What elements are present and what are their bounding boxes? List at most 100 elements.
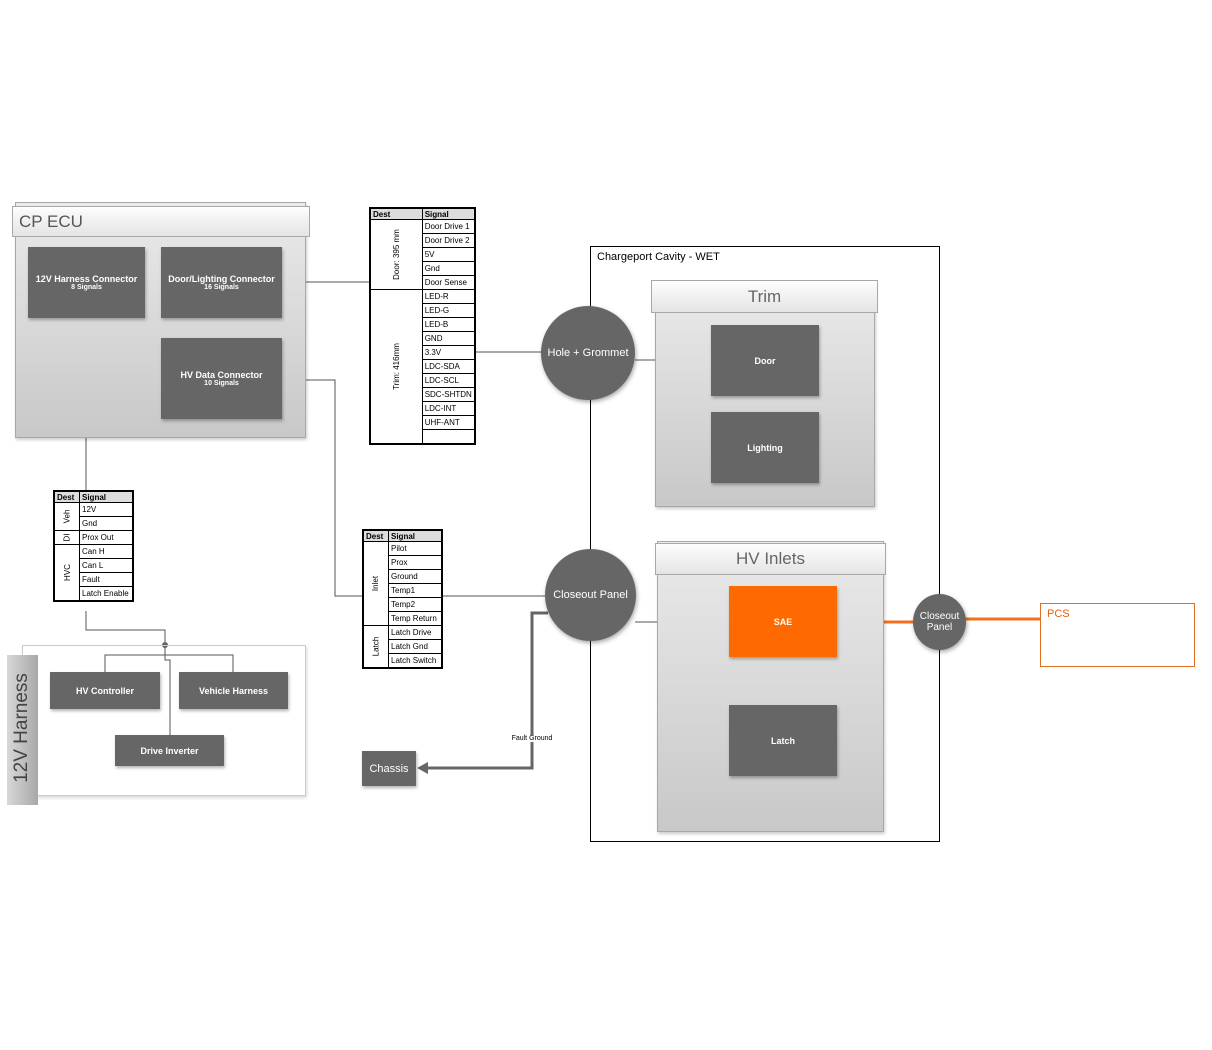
table-row: Inlet Pilot: [362, 541, 443, 626]
signal-cell: Temp Return: [388, 611, 443, 626]
signal-cell: UHF-ANT: [421, 415, 476, 430]
table-row: Door: 395 mm Door Drive 1: [369, 219, 476, 290]
signal-cell: 12V: [79, 502, 134, 517]
node-label: Closeout: [919, 611, 960, 622]
dest-label: Veh: [62, 509, 72, 524]
signal-cell: Latch Switch: [388, 653, 443, 669]
signal-cell: Temp1: [388, 583, 443, 598]
table-row: Latch Latch Drive: [362, 625, 443, 669]
door-block[interactable]: Door: [711, 325, 819, 396]
12v-harness-tab: 12V Harness: [7, 655, 38, 805]
dest-label: Trim: 416mm: [391, 343, 401, 390]
connector-signals: 16 Signals: [204, 284, 239, 291]
node-label: Panel: [926, 622, 953, 633]
table-row: DI Prox Out: [53, 530, 134, 545]
connector-signals: 10 Signals: [204, 380, 239, 387]
signal-cell: Prox: [388, 555, 443, 570]
signal-cell: 3.3V: [421, 345, 476, 360]
dest-cell: Trim: 416mm: [369, 289, 423, 445]
signal-cell: Pilot: [388, 541, 443, 556]
chargeport-cavity-group: Chargeport Cavity - WET: [590, 246, 940, 842]
dest-cell: Inlet: [362, 541, 389, 626]
table-header: Dest: [369, 207, 423, 220]
table-row: Latch Switch: [363, 653, 443, 669]
table-header: Signal: [388, 529, 443, 542]
signal-cell: GND: [421, 331, 476, 346]
signal-cell: Door Drive 2: [421, 233, 476, 248]
dest-cell: HVC: [53, 544, 80, 602]
table-row: Temp2: [363, 597, 443, 612]
signal-cell: Prox Out: [79, 530, 134, 545]
signal-cell: Ground: [388, 569, 443, 584]
latch-block[interactable]: Latch: [729, 705, 837, 776]
sae-block[interactable]: SAE: [729, 586, 837, 657]
signal-cell: Gnd: [421, 261, 476, 276]
hv-controller-block[interactable]: HV Controller: [50, 672, 160, 709]
hv-inlets-title: HV Inlets: [655, 543, 886, 575]
lighting-block[interactable]: Lighting: [711, 412, 819, 483]
hv-inlets-group: [657, 541, 884, 832]
dest-cell: DI: [53, 530, 80, 545]
vehicle-harness-block[interactable]: Vehicle Harness: [179, 672, 288, 709]
connector-signals: 8 Signals: [71, 284, 102, 291]
chargeport-cavity-title: Chargeport Cavity - WET: [597, 251, 720, 263]
signal-cell: SDC-SHTDN: [421, 387, 476, 402]
table-row: [370, 429, 476, 445]
signal-cell: Door Drive 1: [421, 219, 476, 234]
dest-cell: Latch: [362, 625, 389, 669]
connector-label: Door/Lighting Connector: [168, 274, 275, 284]
signal-cell: LED-R: [421, 289, 476, 304]
signal-cell: Can H: [79, 544, 134, 559]
table-row: Latch Enable: [54, 586, 134, 602]
signal-cell: Can L: [79, 558, 134, 573]
table-header: Signal: [79, 490, 134, 503]
12v-harness-group: [22, 645, 306, 796]
signal-cell: Door Sense: [421, 275, 476, 290]
signal-cell: Latch Gnd: [388, 639, 443, 654]
12v-harness-title: 12V Harness: [11, 673, 32, 783]
cp-ecu-title: CP ECU: [12, 206, 310, 237]
table-header: Signal: [421, 207, 476, 220]
dest-cell: Door: 395 mm: [369, 219, 423, 290]
signal-cell: LED-B: [421, 317, 476, 332]
pcs-block[interactable]: PCS: [1040, 603, 1195, 667]
chassis-block[interactable]: Chassis: [362, 751, 416, 786]
signal-cell: LED-G: [421, 303, 476, 318]
table-row: Trim: 416mm LED-R: [369, 289, 476, 445]
table-row: Fault: [54, 572, 134, 587]
drive-inverter-block[interactable]: Drive Inverter: [115, 735, 224, 766]
table-header: Dest: [362, 529, 389, 542]
dest-label: Latch: [371, 636, 381, 657]
dest-label: Inlet: [371, 575, 381, 592]
dest-label: Door: 395 mm: [391, 229, 401, 280]
trim-title: Trim: [651, 280, 878, 313]
table-header: Dest: [53, 490, 80, 503]
signal-cell: LDC-SCL: [421, 373, 476, 388]
fault-ground-label: Fault Ground: [505, 735, 559, 742]
dest-label: DI: [62, 533, 72, 542]
connector-label: HV Data Connector: [180, 370, 263, 380]
signal-cell: LDC-SDA: [421, 359, 476, 374]
table-row: HVC Can H: [53, 544, 134, 602]
signal-cell: Temp2: [388, 597, 443, 612]
connector-label: 12V Harness Connector: [35, 274, 138, 284]
signal-cell: LDC-INT: [421, 401, 476, 416]
closeout-panel-node[interactable]: Closeout Panel: [545, 549, 636, 641]
signal-cell: Fault: [79, 572, 134, 587]
dest-label: HVC: [62, 564, 72, 581]
signal-cell: Latch Drive: [388, 625, 443, 640]
signal-cell: Gnd: [79, 516, 134, 531]
signal-cell: 5V: [421, 247, 476, 262]
hole-grommet-node[interactable]: Hole + Grommet: [541, 306, 635, 400]
signal-cell: Latch Enable: [79, 586, 134, 602]
signal-cell: [421, 429, 476, 445]
dest-cell: Veh: [53, 502, 80, 531]
table-row: Latch Gnd: [363, 639, 443, 654]
